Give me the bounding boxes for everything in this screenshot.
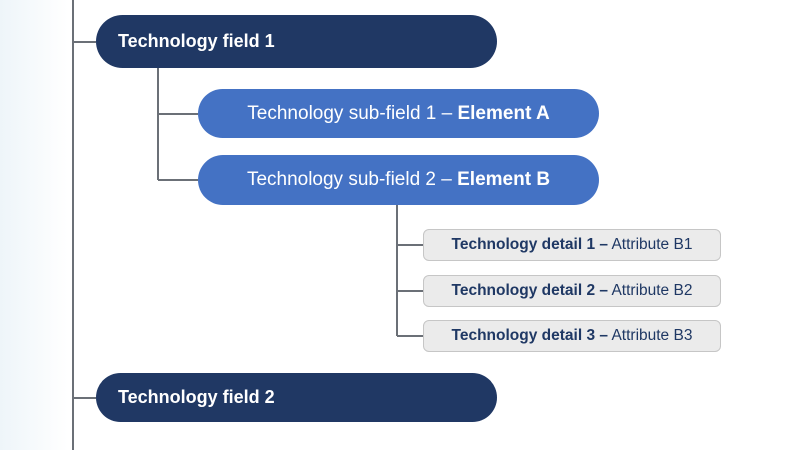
connector-sub-field-1 — [158, 113, 198, 115]
branch-line-sub-field-2 — [396, 205, 398, 336]
node-label: Technology field 2 — [118, 387, 275, 407]
connector-detail-3 — [397, 335, 423, 337]
connector-field-2 — [73, 397, 96, 399]
node-technology-detail-2: Technology detail 2 – Attribute B2 — [423, 275, 721, 307]
node-technology-detail-1: Technology detail 1 – Attribute B1 — [423, 229, 721, 261]
connector-detail-1 — [397, 244, 423, 246]
node-label: Technology detail 3 – Attribute B3 — [451, 327, 693, 344]
node-label: Technology detail 2 – Attribute B2 — [451, 282, 693, 299]
connector-sub-field-2 — [158, 179, 198, 181]
trunk-line — [72, 0, 74, 450]
node-label: Technology sub-field 2 – Element B — [246, 169, 551, 190]
node-label-emphasis: Technology detail 1 – — [451, 236, 608, 253]
node-label: Technology sub-field 1 – Element A — [247, 102, 550, 124]
node-technology-sub-field-2: Technology sub-field 2 – Element B — [198, 155, 599, 205]
node-label: Technology field 1 — [118, 31, 275, 51]
connector-detail-2 — [397, 290, 423, 292]
node-label-emphasis: Element B — [457, 169, 551, 190]
branch-line-field-1 — [157, 68, 159, 180]
node-technology-field-2: Technology field 2 — [96, 373, 497, 422]
connector-field-1 — [73, 41, 96, 43]
node-label-emphasis: Element A — [457, 102, 550, 124]
node-label-emphasis: Technology detail 3 – — [451, 327, 608, 344]
node-label-emphasis: Technology detail 2 – — [451, 282, 608, 299]
node-label: Technology detail 1 – Attribute B1 — [451, 236, 693, 253]
node-technology-detail-3: Technology detail 3 – Attribute B3 — [423, 320, 721, 352]
slide-left-margin — [0, 0, 68, 450]
node-technology-field-1: Technology field 1 — [96, 15, 497, 68]
node-technology-sub-field-1: Technology sub-field 1 – Element A — [198, 89, 599, 138]
